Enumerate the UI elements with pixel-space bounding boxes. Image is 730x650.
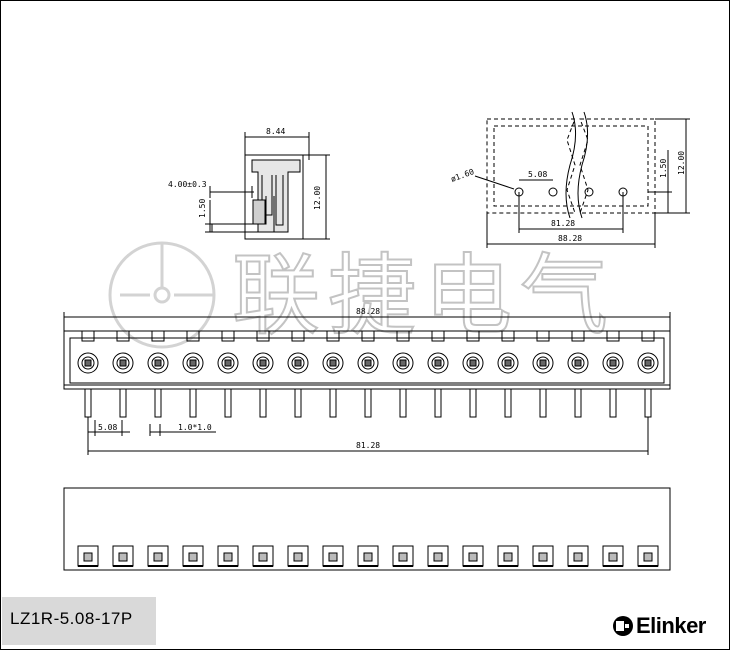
front-screw-slot (539, 359, 547, 367)
bottom-slot-pin (223, 552, 233, 562)
bottom-slots (77, 545, 659, 567)
pcb-holes (514, 187, 628, 197)
front-screw-slot (154, 359, 162, 367)
bottom-slot-pin (118, 552, 128, 562)
pcb-hole (514, 187, 524, 197)
dim-side-pin: 1.50 (198, 199, 207, 218)
bottom-slot-pin (433, 552, 443, 562)
front-pin-leg (119, 388, 127, 418)
front-pin-leg (364, 388, 372, 418)
front-pin-leg (469, 388, 477, 418)
front-pin-cap (466, 330, 480, 342)
front-screw-slot (504, 359, 512, 367)
front-screw-slot (469, 359, 477, 367)
front-pin-leg (609, 388, 617, 418)
front-screw-slot (259, 359, 267, 367)
front-pin-cap (186, 330, 200, 342)
bottom-slot-pin (258, 552, 268, 562)
front-pin-leg (434, 388, 442, 418)
front-pin-leg (259, 388, 267, 418)
front-screw-slot (329, 359, 337, 367)
pcb-view (474, 111, 690, 248)
bottom-slot-pin (328, 552, 338, 562)
front-pin-leg (224, 388, 232, 418)
pcb-hole (548, 187, 558, 197)
front-pin-leg (294, 388, 302, 418)
front-pin-leg (539, 388, 547, 418)
front-pin-cap (256, 330, 270, 342)
bottom-slot-pin (468, 552, 478, 562)
front-screw-slot (224, 359, 232, 367)
model-label-box: LZ1R-5.08-17P (2, 597, 156, 645)
front-pin-leg (84, 388, 92, 418)
dim-pcb-span: 81.28 (551, 219, 575, 228)
side-view (205, 132, 330, 240)
front-pin-cap (501, 330, 515, 342)
front-pin-leg (504, 388, 512, 418)
front-screw-slot (189, 359, 197, 367)
bottom-slot-pin (538, 552, 548, 562)
front-pin-cap (326, 330, 340, 342)
bottom-slot-pin (398, 552, 408, 562)
pcb-hole (584, 187, 594, 197)
brand-name: Elinker (636, 613, 706, 638)
dim-front-span: 81.28 (356, 441, 380, 450)
bottom-slot-pin (363, 552, 373, 562)
bottom-slot-pin (188, 552, 198, 562)
dim-side-height: 12.00 (313, 186, 322, 210)
bottom-view (63, 487, 671, 571)
front-pin-leg (154, 388, 162, 418)
front-pin-leg (329, 388, 337, 418)
front-pin-cap (431, 330, 445, 342)
front-screw-slot (434, 359, 442, 367)
front-pin-cap (571, 330, 585, 342)
brand-logo: Elinker (612, 613, 706, 638)
dim-front-pitch: 5.08 (98, 423, 117, 432)
front-screw-slot (294, 359, 302, 367)
front-pin-cap (291, 330, 305, 342)
front-pin-cap (641, 330, 655, 342)
dim-side-width: 8.44 (266, 127, 285, 136)
brand-logo-icon (613, 616, 633, 636)
dim-pcb-hole-dia: ø1.60 (450, 167, 476, 184)
bottom-slot-pin (503, 552, 513, 562)
model-number: LZ1R-5.08-17P (10, 609, 133, 628)
front-screw-slot (574, 359, 582, 367)
front-pin-leg (399, 388, 407, 418)
front-screw-slot (609, 359, 617, 367)
front-pin-cap (151, 330, 165, 342)
dim-pcb-height: 12.00 (677, 151, 686, 175)
front-pin-cap (361, 330, 375, 342)
dim-pcb-total: 88.28 (558, 234, 582, 243)
dim-pcb-pitch: 5.08 (528, 170, 547, 179)
bottom-slot-pin (643, 552, 653, 562)
bottom-slot-pin (608, 552, 618, 562)
front-screw-slot (399, 359, 407, 367)
front-pin-cap (396, 330, 410, 342)
dim-front-total: 88.28 (356, 307, 380, 316)
front-pin-cap (221, 330, 235, 342)
front-screw-slot (84, 359, 92, 367)
dim-pcb-pin-hole: 1.50 (659, 159, 668, 178)
front-pin-cap (536, 330, 550, 342)
front-pin-leg (644, 388, 652, 418)
front-screw-slot (119, 359, 127, 367)
front-pin-leg (189, 388, 197, 418)
bottom-slot-pin (573, 552, 583, 562)
front-screw-slot (644, 359, 652, 367)
front-pin-cap (116, 330, 130, 342)
front-pins (77, 330, 659, 418)
bottom-slot-pin (83, 552, 93, 562)
front-pin-leg (574, 388, 582, 418)
bottom-slot-pin (153, 552, 163, 562)
bottom-slot-pin (293, 552, 303, 562)
front-pin-cap (81, 330, 95, 342)
front-pin-cap (606, 330, 620, 342)
dim-front-pin: 1.0*1.0 (178, 423, 212, 432)
watermark-text: 联捷电气 (232, 244, 616, 347)
front-screw-slot (364, 359, 372, 367)
dim-side-offset: 4.00±0.3 (168, 180, 207, 189)
pcb-hole (618, 187, 628, 197)
